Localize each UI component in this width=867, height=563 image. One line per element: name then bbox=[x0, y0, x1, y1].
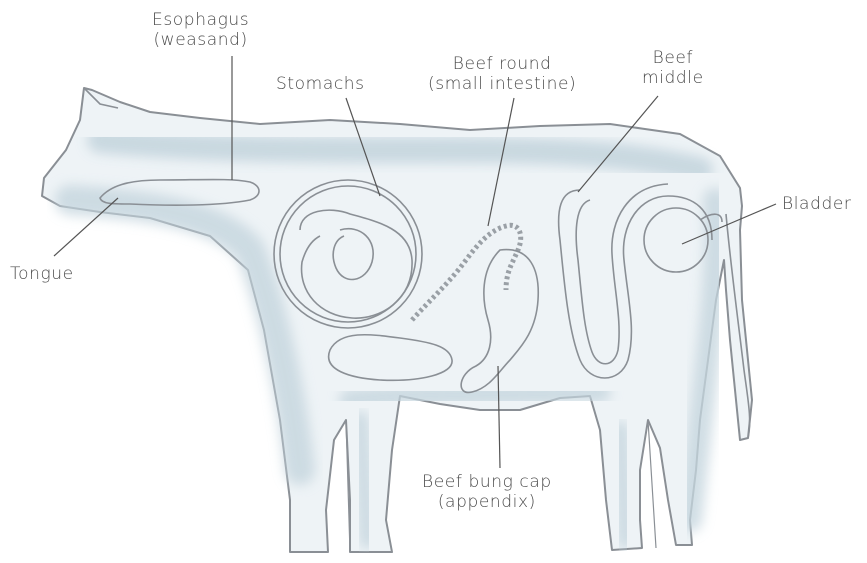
cow-shading-leg-front bbox=[360, 420, 368, 540]
label-bladder-line1: Bladder bbox=[782, 194, 852, 214]
label-bung-cap: Beef bung cap (appendix) bbox=[422, 472, 552, 512]
cow-rear-leg-line bbox=[648, 420, 656, 548]
label-bladder: Bladder bbox=[782, 194, 852, 214]
label-esophagus-line1: Esophagus bbox=[152, 10, 249, 30]
label-bung-cap-line2: (appendix) bbox=[422, 492, 552, 512]
label-beef-round: Beef round (small intestine) bbox=[428, 54, 576, 94]
label-tongue-line1: Tongue bbox=[10, 264, 74, 284]
label-stomachs: Stomachs bbox=[276, 74, 365, 94]
cow-silhouette bbox=[42, 88, 752, 552]
label-bung-cap-line1: Beef bung cap bbox=[422, 472, 552, 492]
label-beef-round-line2: (small intestine) bbox=[428, 74, 576, 94]
label-beef-middle: Beef middle bbox=[642, 48, 704, 88]
label-esophagus: Esophagus (weasand) bbox=[152, 10, 249, 50]
label-stomachs-line1: Stomachs bbox=[276, 74, 365, 94]
cow-shading-leg-rear bbox=[620, 430, 626, 540]
cow-shading-belly bbox=[350, 392, 600, 400]
label-beef-middle-line2: middle bbox=[642, 68, 704, 88]
label-tongue: Tongue bbox=[10, 264, 74, 284]
label-esophagus-line2: (weasand) bbox=[152, 30, 249, 50]
label-beef-middle-line1: Beef bbox=[642, 48, 704, 68]
label-beef-round-line1: Beef round bbox=[428, 54, 576, 74]
